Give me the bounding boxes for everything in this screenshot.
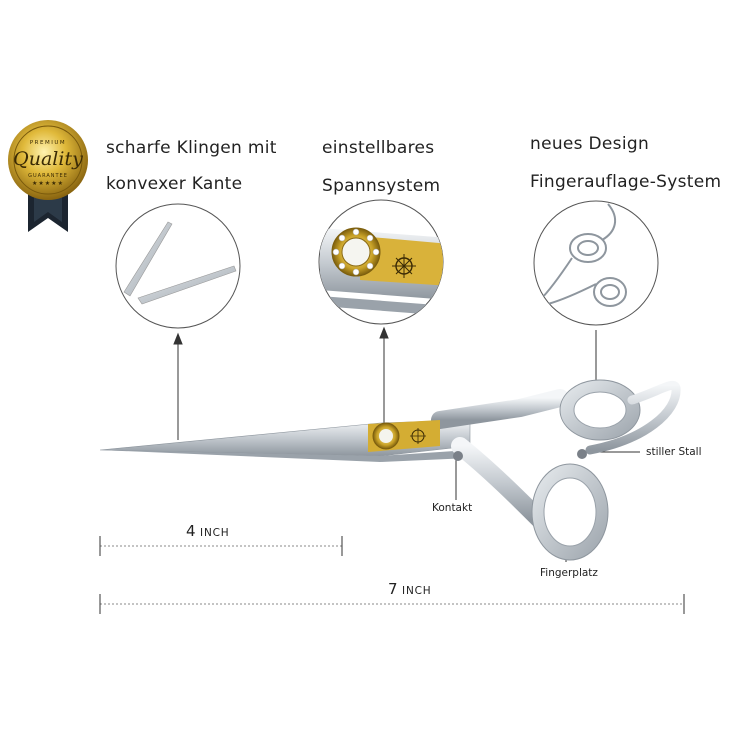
feature-design-line2: Fingerauflage-System — [530, 172, 722, 192]
measure-blade-unit: INCH — [200, 527, 230, 539]
detail-circle-blade — [115, 203, 241, 329]
feature-blade-line1: scharfe Klingen mit — [106, 138, 277, 158]
badge-medal-icon — [8, 120, 88, 232]
measure-total-unit: INCH — [402, 585, 432, 597]
feature-tension-line2: Spannsystem — [322, 176, 441, 196]
dimension-lines — [99, 536, 685, 614]
badge-bottom-text: GUARANTEE — [28, 173, 68, 179]
feature-blade-line2: konvexer Kante — [106, 174, 243, 194]
detail-circle-design — [533, 200, 659, 326]
feature-design-line1: neues Design — [530, 134, 650, 154]
badge-top-text: PREMIUM — [29, 140, 67, 146]
callout-contact: Kontakt — [432, 502, 473, 514]
badge-stars: ★★★★★ — [32, 180, 64, 187]
quality-badge: PREMIUM Quality GUARANTEE ★★★★★ — [6, 118, 90, 234]
detail-circle-tension — [318, 199, 444, 325]
feature-tension-line1: einstellbares — [322, 138, 435, 158]
badge-main-text: Quality — [13, 148, 83, 170]
callout-finger-rest: Fingerplatz — [540, 567, 598, 579]
measure-total-value: 7 — [388, 580, 399, 598]
scissors-main — [99, 379, 681, 561]
measure-blade-value: 4 — [186, 522, 197, 540]
callout-silent-stop: stiller Stall — [646, 446, 702, 458]
